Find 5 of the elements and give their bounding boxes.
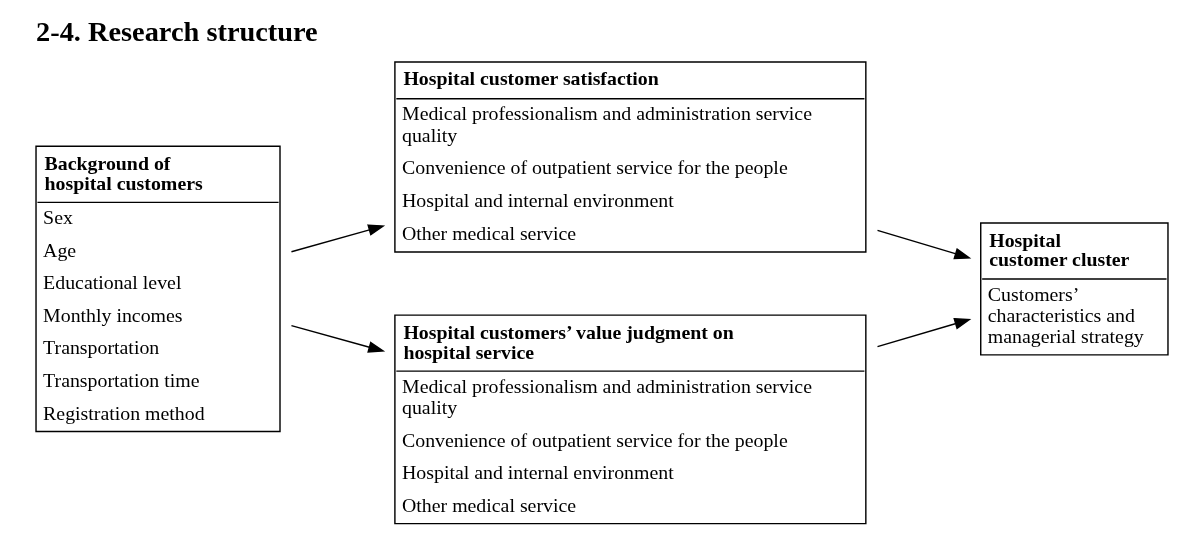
arrow: [290, 324, 385, 353]
arrow: [876, 318, 971, 348]
diagram-title: 2-4. Research structure: [35, 15, 318, 47]
arrow: [876, 229, 971, 260]
arrow: [290, 224, 385, 253]
